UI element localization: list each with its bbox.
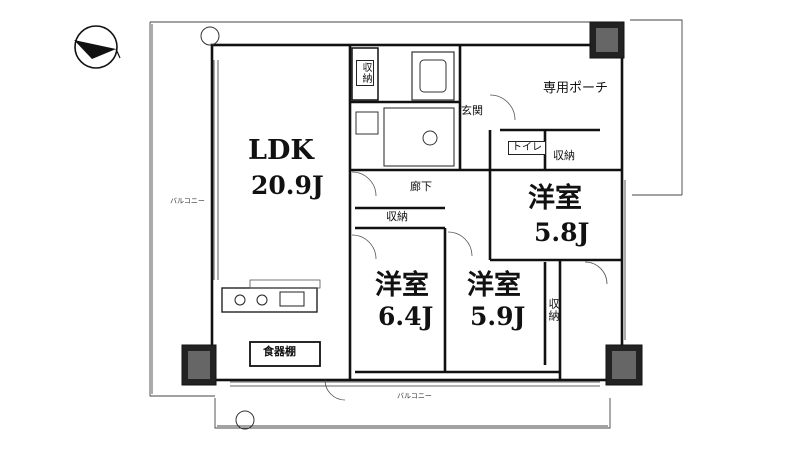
toilet-label: トイレ xyxy=(508,141,546,155)
bedroom1-name: 洋室 xyxy=(528,183,582,214)
balcony-label-left: バルコニー xyxy=(170,198,205,205)
bedroom3-size: 5.9J xyxy=(470,302,526,331)
bedroom1-size: 5.8J xyxy=(534,218,590,247)
ldk-name: LDK xyxy=(248,135,314,166)
private-porch-label: 専用ポーチ xyxy=(543,80,609,95)
storage-label-bedroom: 収納 xyxy=(547,298,559,322)
north-arrow-icon xyxy=(74,25,121,69)
ldk-size: 20.9J xyxy=(251,171,324,200)
hallway-label: 廊下 xyxy=(410,181,432,193)
balcony-label-bottom: バルコニー xyxy=(397,393,432,400)
dish-cabinet-label: 食器棚 xyxy=(263,346,296,358)
storage-label-right: 収納 xyxy=(553,150,575,162)
entrance-label: 玄関 xyxy=(461,105,483,117)
bedroom2-name: 洋室 xyxy=(375,270,429,301)
storage-label-middle: 収納 xyxy=(386,211,408,223)
bedroom3-name: 洋室 xyxy=(467,270,521,301)
bedroom2-size: 6.4J xyxy=(378,302,434,331)
storage-label-top: 収納 xyxy=(356,60,374,86)
